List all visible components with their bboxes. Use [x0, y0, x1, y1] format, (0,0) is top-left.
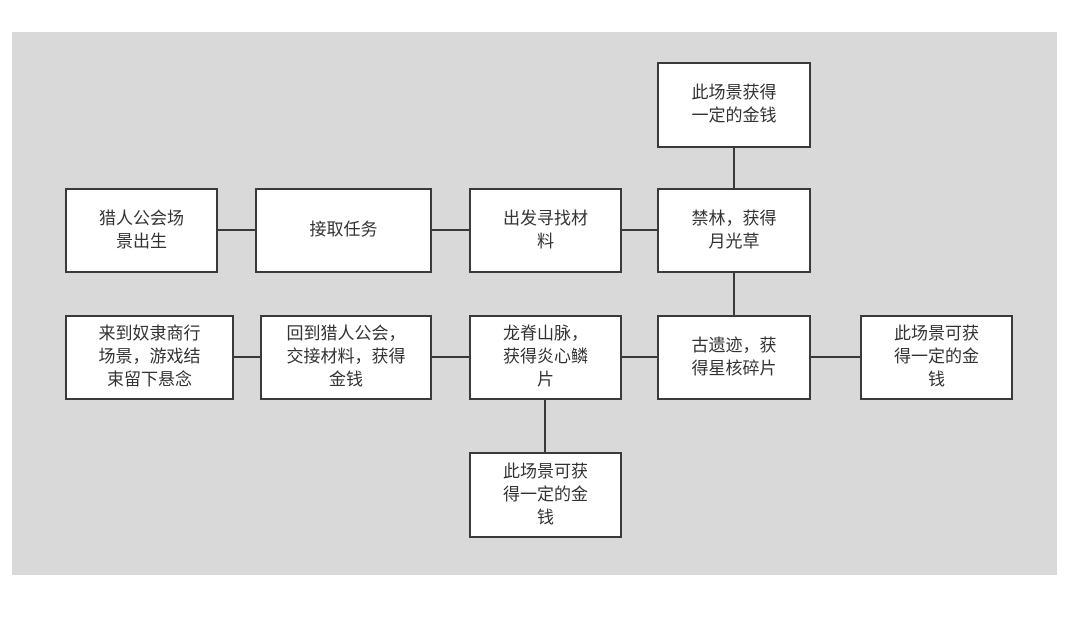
connector-return-dragon [432, 356, 469, 358]
node-label: 来到奴隶商行 场景，游戏结 束留下悬念 [98, 324, 201, 390]
node-label: 此场景可获 得一定的金 钱 [894, 324, 979, 390]
node-gold-right: 此场景可获 得一定的金 钱 [860, 315, 1013, 400]
node-label: 此场景获得 一定的金钱 [691, 83, 777, 126]
node-return-guild: 回到猎人公会， 交接材料，获得 金钱 [260, 315, 432, 400]
connector-forest-ruins [733, 273, 735, 315]
node-slave-market: 来到奴隶商行 场景，游戏结 束留下悬念 [65, 315, 234, 400]
node-label: 接取任务 [309, 220, 378, 240]
connector-dragon-ruins [622, 356, 657, 358]
node-label: 古遗迹，获 得星核碎片 [691, 335, 777, 379]
connector-ruins-goldright [811, 356, 860, 358]
node-dragon-ridge: 龙脊山脉， 获得炎心鳞 片 [469, 315, 622, 400]
node-accept-task: 接取任务 [255, 188, 432, 273]
connector-task-find [432, 229, 469, 231]
node-ancient-ruins: 古遗迹，获 得星核碎片 [657, 315, 811, 400]
node-find-materials: 出发寻找材 料 [469, 188, 622, 273]
node-label: 回到猎人公会， 交接材料，获得 金钱 [286, 324, 406, 390]
node-forbidden-forest: 禁林，获得 月光草 [657, 188, 811, 273]
node-label: 此场景可获 得一定的金 钱 [503, 461, 588, 528]
node-label: 出发寻找材 料 [503, 208, 588, 252]
connector-goldtop-forest [733, 148, 735, 188]
connector-slave-return [234, 356, 260, 358]
node-label: 猎人公会场 景出生 [99, 208, 184, 252]
node-gold-top: 此场景获得 一定的金钱 [657, 62, 811, 148]
connector-dragon-goldbottom [544, 400, 546, 452]
node-label: 龙脊山脉， 获得炎心鳞 片 [503, 324, 588, 390]
connector-find-forest [622, 229, 657, 231]
node-hunter-guild-birth: 猎人公会场 景出生 [65, 188, 218, 273]
connector-birth-task [218, 229, 255, 231]
node-label: 禁林，获得 月光草 [691, 208, 777, 252]
node-gold-bottom: 此场景可获 得一定的金 钱 [469, 452, 622, 538]
